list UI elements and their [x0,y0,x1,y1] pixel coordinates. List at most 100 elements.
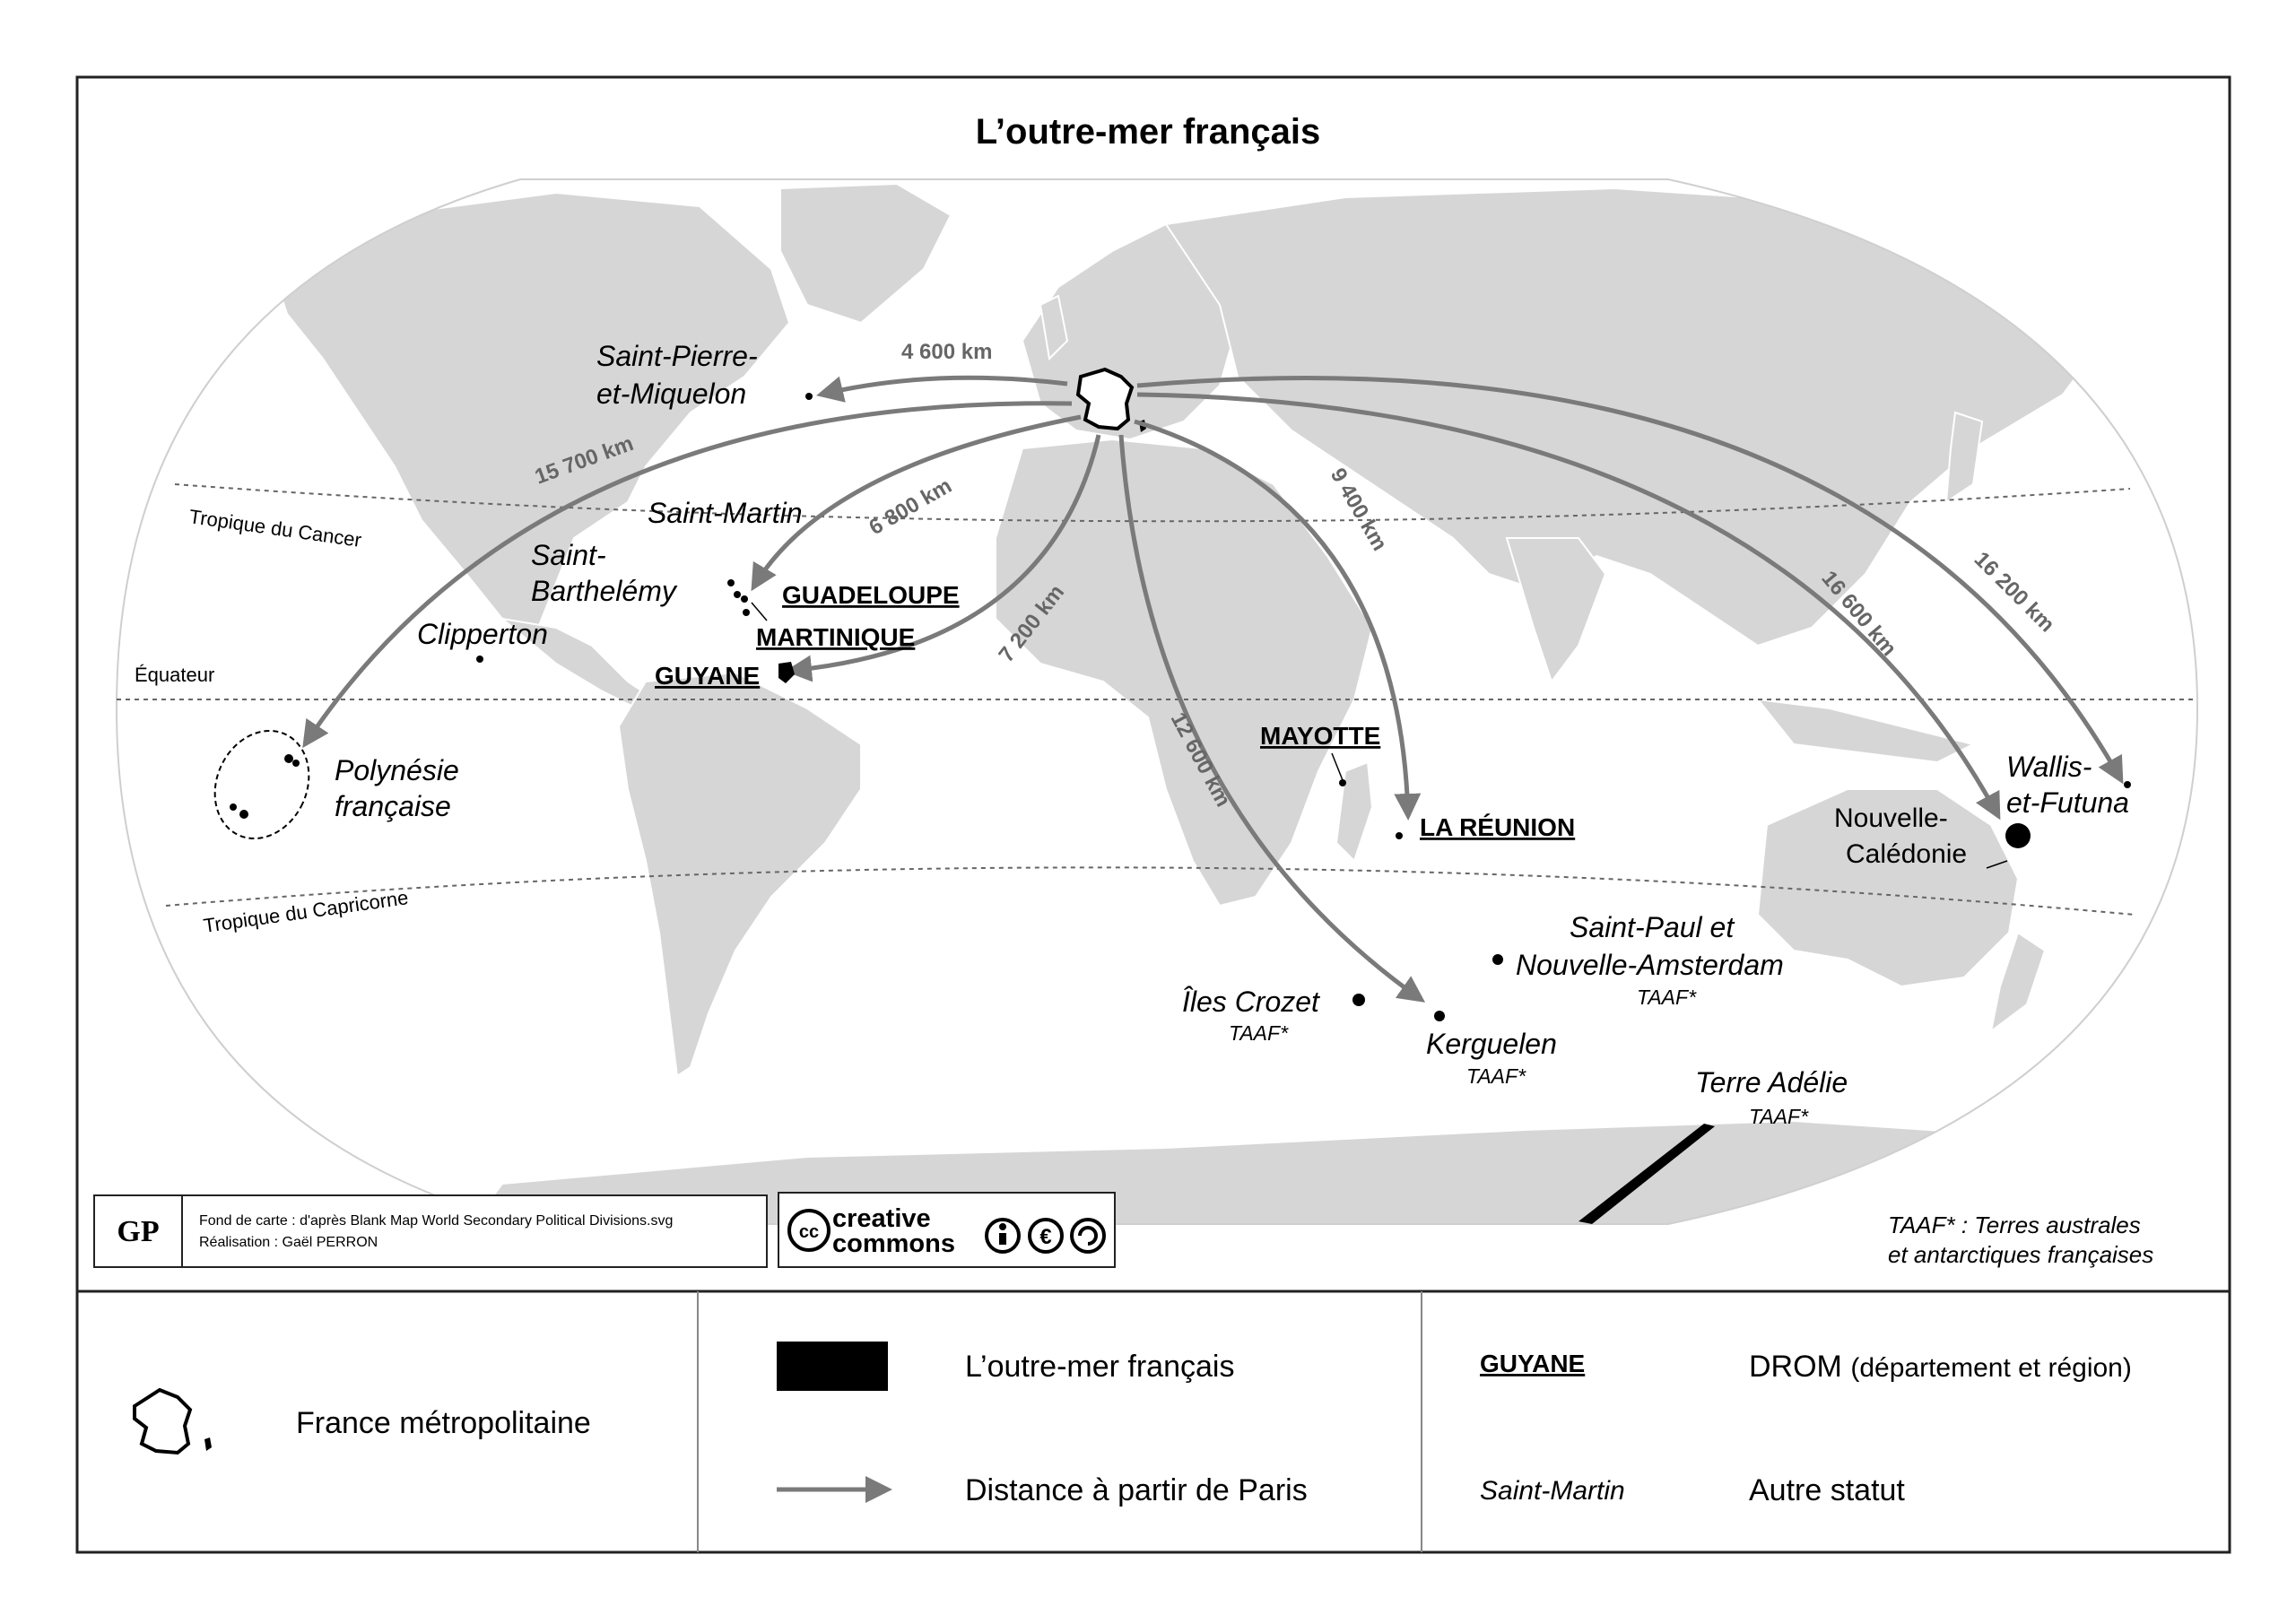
taaf-tag-crozet: TAAF* [1229,1021,1289,1045]
other-status-labels: Saint-Pierre- et-Miquelon Saint-Martin S… [335,340,2129,1099]
equator-label: Équateur [135,664,214,686]
new-zealand [1989,931,2047,1034]
label-reunion: LA RÉUNION [1420,813,1575,841]
arrow-caledonia [1136,392,2001,821]
legend-distance-label: Distance à partir de Paris [965,1473,1308,1507]
label-polynesie-1: Polynésie [335,754,459,786]
label-saint-paul-2: Nouvelle-Amsterdam [1516,949,1784,981]
marker-polynesia-2 [292,760,300,767]
label-kerguelen: Kerguelen [1426,1028,1557,1060]
arrow-kerguelen [1118,434,1426,1003]
marker-kerguelen [1434,1011,1445,1021]
marker-clipperton [476,656,483,663]
cc-text-creative: creative [832,1204,931,1233]
legend: France métropolitaine L’outre-mer frança… [133,1342,2132,1507]
label-saint-martin: Saint-Martin [648,497,803,529]
legend-outremer-label: L’outre-mer français [965,1350,1234,1384]
australia [1756,788,2020,988]
north-america [267,191,791,630]
distance-arrows [302,375,2124,1003]
marker-caledonia [2005,823,2031,848]
map-title: L’outre-mer français [976,112,1321,152]
label-saint-barthelemy-1: Saint- [531,539,606,571]
cc-icon [787,1209,831,1252]
marker-guyane [778,662,795,683]
marker-terre-adelie [1578,1124,1715,1224]
label-clipperton: Clipperton [417,618,548,650]
legend-drom-example: GUYANE [1480,1350,1585,1377]
cc-noncommercial-icon [1028,1218,1064,1254]
cc-text-commons: commons [832,1229,955,1258]
leader-lines [751,602,2008,869]
label-caledonie-1: Nouvelle- [1834,803,1948,833]
arrow-saint-pierre [816,375,1068,403]
label-wallis-2: et-Futuna [2006,786,2129,819]
cc-sharealike-icon [1070,1218,1106,1254]
credits-box: GP Fond de carte : d'après Blank Map Wor… [93,1194,768,1268]
marker-guadeloupe [741,595,748,603]
legend-outremer-swatch [777,1342,888,1391]
creative-commons-badge: cc creative commons € [778,1192,1116,1268]
arrow-guyane [785,434,1101,682]
arrow-reunion [1134,419,1422,821]
distance-label-saint-pierre: 4 600 km [901,340,992,364]
africa [995,438,1374,908]
label-caledonie-2: Calédonie [1846,839,1967,869]
arrow-polynesia [302,401,1073,749]
credit-basemap: Fond de carte : d'après Blank Map World … [199,1213,673,1229]
uk [1039,294,1069,361]
label-guyane: GUYANE [655,662,760,690]
label-martinique: MARTINIQUE [756,623,915,651]
author-logo: GP [117,1215,159,1248]
legend-france-label: France métropolitaine [296,1406,591,1440]
label-mayotte: MAYOTTE [1260,722,1380,750]
legend-drom-label: DROM (département et région) [1749,1350,2132,1384]
marker-saint-pierre [805,393,813,400]
svg-text:€: € [1039,1225,1051,1249]
marker-mayotte [1339,779,1346,786]
marker-polynesia-4 [239,810,248,819]
label-saint-pierre-2: et-Miquelon [596,378,746,410]
tropic-capricorn-line [165,866,2135,916]
marker-polynesia-1 [284,754,293,763]
marker-wallis [2124,781,2131,788]
taaf-note-line1: TAAF* : Terres australes [1888,1211,2141,1238]
marker-saint-martin [727,579,735,586]
svg-text:cc: cc [799,1222,819,1242]
south-america [617,671,862,1078]
india [1505,537,1607,684]
taaf-tags: TAAF* TAAF* TAAF* TAAF* [1229,986,1809,1128]
madagascar [1335,760,1374,863]
label-saint-paul-1: Saint-Paul et [1570,911,1735,943]
marker-crozet [1352,994,1365,1006]
marker-polynesia-3 [230,803,237,811]
arrow-wallis [1136,376,2124,785]
territory-markers [230,393,2131,1224]
label-wallis-1: Wallis- [2006,751,2092,783]
indonesia [1755,698,1976,764]
label-guadeloupe: GUADELOUPE [782,581,960,609]
legend-other-label: Autre statut [1749,1473,1905,1507]
reference-lines [117,483,2197,916]
outer-frame [75,75,2231,1554]
japan [1944,411,1984,504]
credit-author: Réalisation : Gaël PERRON [199,1235,378,1250]
label-polynesie-2: française [335,790,451,822]
tropic-cancer-line [174,483,2131,523]
marker-reunion [1396,832,1403,839]
taaf-note-line2: et antarctiques françaises [1888,1241,2153,1268]
label-saint-pierre-1: Saint-Pierre- [596,340,758,372]
cc-attribution-icon [985,1218,1021,1254]
taaf-tag-saint-paul: TAAF* [1637,986,1697,1009]
europe [1021,222,1239,441]
label-crozet: Îles Crozet [1182,986,1320,1018]
legend-other-example: Saint-Martin [1480,1476,1625,1506]
marker-saint-barthelemy [734,591,741,598]
greenland [779,182,952,325]
taaf-tag-kerguelen: TAAF* [1466,1064,1526,1088]
label-terre-adelie: Terre Adélie [1695,1066,1848,1099]
marker-martinique [743,609,750,616]
drom-labels: GUADELOUPE MARTINIQUE GUYANE MAYOTTE LA … [655,581,1575,841]
arrow-guadeloupe [751,414,1082,592]
